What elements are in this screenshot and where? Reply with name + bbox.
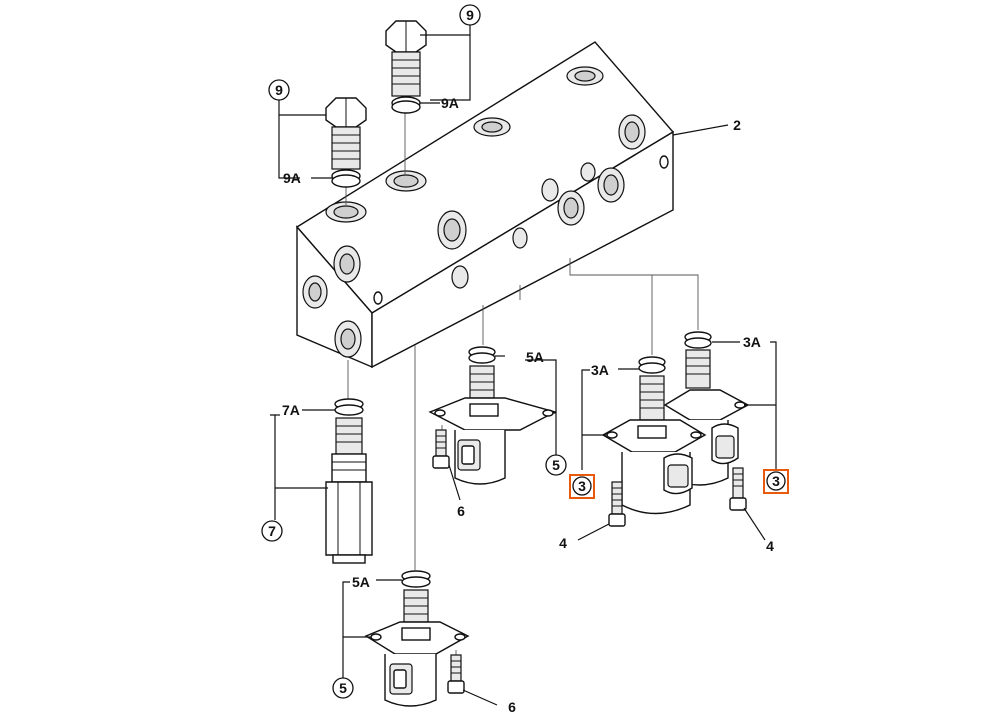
svg-text:9: 9: [466, 7, 474, 23]
svg-text:3: 3: [578, 478, 586, 494]
callout-3a-right: 3A: [743, 334, 761, 350]
callout-3-right: 3: [763, 469, 789, 494]
svg-text:2: 2: [733, 117, 741, 133]
solenoid-bottom: [364, 570, 470, 707]
svg-text:3A: 3A: [591, 362, 609, 378]
callout-7a: 7A: [282, 402, 300, 418]
svg-text:5A: 5A: [526, 349, 544, 365]
valve-block: [295, 41, 675, 369]
svg-text:3A: 3A: [743, 334, 761, 350]
callout-6-bottom: 6: [508, 699, 516, 715]
screw-bottom: [447, 654, 465, 694]
callout-7: 7: [261, 520, 283, 542]
callout-4-right: 4: [766, 538, 774, 554]
svg-text:9: 9: [275, 82, 283, 98]
svg-text:3: 3: [772, 473, 780, 489]
callout-9-top: 9: [459, 4, 481, 26]
callout-9-left: 9: [268, 79, 290, 101]
solenoid-mid: [428, 346, 557, 485]
svg-text:7: 7: [268, 523, 276, 539]
callout-9a-left: 9A: [283, 170, 301, 186]
cartridge-left: [601, 356, 707, 515]
cartridge-right: [663, 331, 750, 486]
svg-text:5: 5: [552, 457, 560, 473]
callout-3-left: 3: [569, 474, 595, 499]
svg-text:6: 6: [457, 503, 465, 519]
svg-text:5: 5: [339, 680, 347, 696]
callout-5a-bottom: 5A: [352, 574, 370, 590]
screw-left-4: [608, 481, 626, 527]
callout-5a-mid: 5A: [526, 349, 544, 365]
callout-5-mid: 5: [545, 454, 567, 476]
svg-text:9A: 9A: [283, 170, 301, 186]
svg-text:4: 4: [766, 538, 774, 554]
svg-text:6: 6: [508, 699, 516, 715]
callout-9a-top: 9A: [441, 95, 459, 111]
svg-text:7A: 7A: [282, 402, 300, 418]
plug-left: [325, 97, 367, 188]
valve-7: [325, 398, 373, 564]
callout-3a-left: 3A: [591, 362, 609, 378]
screw-mid: [432, 429, 450, 469]
callout-6-mid: 6: [457, 503, 465, 519]
screw-right-4: [729, 467, 747, 511]
leader-lines: [270, 24, 777, 706]
plug-top: [385, 20, 427, 114]
callout-4-left: 4: [559, 535, 567, 551]
svg-text:9A: 9A: [441, 95, 459, 111]
callout-5-bottom: 5: [332, 677, 354, 699]
svg-text:5A: 5A: [352, 574, 370, 590]
callout-2: 2: [733, 117, 741, 133]
svg-text:4: 4: [559, 535, 567, 551]
